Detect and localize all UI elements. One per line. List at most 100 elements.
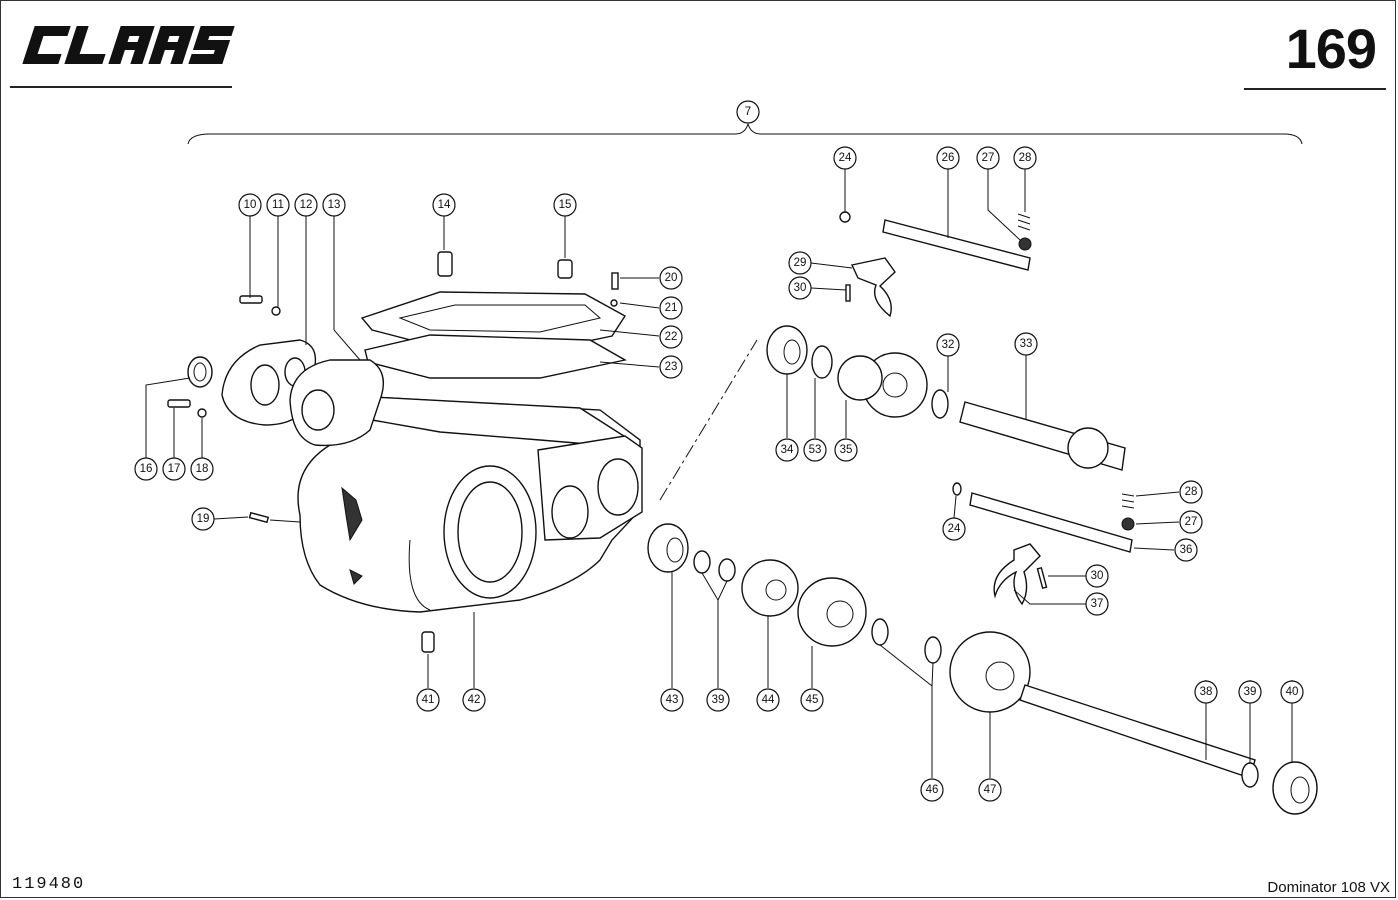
callout-22: 22	[659, 325, 683, 349]
callout-46: 46	[920, 778, 944, 802]
assembly-bracket	[187, 122, 1303, 145]
bearing-output-inner	[1290, 776, 1310, 804]
detent-spring-upper	[1017, 213, 1031, 231]
svg-text:30: 30	[794, 282, 807, 294]
callout-27-lower: 27	[1179, 510, 1203, 534]
gear-45-hub	[826, 600, 854, 628]
svg-text:10: 10	[244, 199, 257, 211]
detent-spring-lower	[1121, 493, 1135, 509]
callout-38: 38	[1194, 680, 1218, 704]
gear-44-hub	[765, 579, 787, 601]
callout-11: 11	[266, 193, 290, 217]
roll-pin-lower	[1036, 566, 1048, 590]
svg-text:46: 46	[926, 784, 939, 796]
callout-43: 43	[660, 688, 684, 712]
callout-47: 47	[978, 778, 1002, 802]
breather-plug	[437, 251, 453, 277]
callout-32: 32	[936, 333, 960, 357]
svg-text:27: 27	[1185, 516, 1198, 528]
svg-text:13: 13	[328, 199, 341, 211]
callout-19: 19	[191, 507, 215, 531]
svg-text:27: 27	[982, 152, 995, 164]
gear-cluster-upper-hub	[882, 372, 908, 398]
input-shaft-gear	[1067, 427, 1109, 469]
svg-text:12: 12	[300, 199, 313, 211]
callout-35: 35	[834, 438, 858, 462]
document-number: 119480	[12, 875, 86, 894]
svg-text:38: 38	[1200, 686, 1213, 698]
shaft-seal	[187, 356, 213, 388]
bearing-lower	[647, 523, 689, 573]
svg-text:16: 16	[140, 463, 153, 475]
circlip-46b	[924, 636, 942, 664]
page-number: 169	[1285, 17, 1377, 80]
circlip-46a	[871, 618, 889, 646]
callout-34: 34	[775, 438, 799, 462]
circlip-53	[811, 345, 833, 379]
svg-text:44: 44	[762, 694, 775, 706]
svg-text:34: 34	[781, 444, 794, 456]
svg-text:15: 15	[559, 199, 572, 211]
svg-text:30: 30	[1091, 570, 1104, 582]
callout-39-middle: 39	[706, 688, 730, 712]
svg-text:28: 28	[1185, 486, 1198, 498]
callout-28-lower: 28	[1179, 480, 1203, 504]
spacer-ring-39c	[1241, 762, 1259, 788]
washer-11	[271, 306, 281, 316]
dowel-pin	[248, 511, 270, 524]
svg-text:14: 14	[438, 199, 451, 211]
svg-text:43: 43	[666, 694, 679, 706]
svg-text:24: 24	[948, 523, 961, 535]
header-rule-left	[10, 86, 232, 88]
o-ring-upper	[839, 211, 851, 223]
detent-ball-lower	[1121, 517, 1135, 531]
callout-7: 7	[736, 100, 760, 124]
callout-33: 33	[1014, 332, 1038, 356]
bearing-upper-inner	[783, 339, 801, 365]
callout-26: 26	[936, 146, 960, 170]
callout-24-lower: 24	[942, 517, 966, 541]
svg-text:33: 33	[1020, 338, 1033, 350]
claas-logo	[22, 26, 235, 64]
callout-23: 23	[659, 355, 683, 379]
callout-17: 17	[162, 457, 186, 481]
svg-text:42: 42	[468, 694, 481, 706]
callout-30-upper: 30	[788, 276, 812, 300]
svg-text:39: 39	[712, 694, 725, 706]
svg-text:53: 53	[809, 444, 822, 456]
callout-14: 14	[432, 193, 456, 217]
callout-16: 16	[134, 457, 158, 481]
washer-18	[197, 408, 207, 418]
centerline	[659, 339, 758, 501]
drain-plug	[421, 631, 435, 653]
callout-29: 29	[788, 251, 812, 275]
shift-fork-upper	[850, 257, 896, 318]
detent-ball-upper	[1018, 237, 1032, 251]
callout-13: 13	[322, 193, 346, 217]
callout-24-upper: 24	[833, 146, 857, 170]
shift-rod-upper	[882, 219, 1031, 271]
gear-47	[949, 631, 1031, 713]
svg-text:11: 11	[272, 199, 284, 211]
model-name: Dominator 108 VX	[1267, 879, 1390, 896]
bearing-upper	[766, 325, 808, 375]
svg-text:29: 29	[794, 257, 807, 269]
svg-text:18: 18	[196, 463, 209, 475]
svg-text:22: 22	[665, 331, 678, 343]
svg-text:17: 17	[168, 463, 181, 475]
svg-text:39: 39	[1244, 686, 1257, 698]
side-gasket	[289, 359, 384, 447]
callout-44: 44	[756, 688, 780, 712]
callout-45: 45	[800, 688, 824, 712]
svg-text:23: 23	[665, 361, 678, 373]
svg-text:47: 47	[984, 784, 997, 796]
callout-42: 42	[462, 688, 486, 712]
bearing-output	[1272, 761, 1318, 815]
cover-gasket	[364, 334, 627, 379]
roll-pin-upper	[845, 284, 851, 302]
svg-text:24: 24	[839, 152, 852, 164]
svg-text:45: 45	[806, 694, 819, 706]
gearbox-housing	[297, 396, 643, 613]
callout-12: 12	[294, 193, 318, 217]
